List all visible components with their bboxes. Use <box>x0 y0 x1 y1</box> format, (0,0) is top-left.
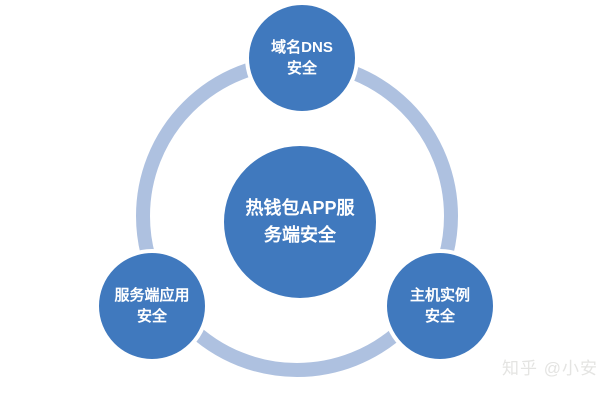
node-server-app-security-label-line2: 安全 <box>136 308 167 325</box>
node-dns-security: 域名DNS 安全 <box>245 1 359 115</box>
node-host-instance-security-label-line1: 主机实例 <box>409 287 470 304</box>
node-host-instance-security-label-line2: 安全 <box>424 308 455 325</box>
node-dns-security-label-line2: 安全 <box>286 60 317 77</box>
node-host-instance-security: 主机实例 安全 <box>383 249 497 363</box>
node-server-app-security: 服务端应用 安全 <box>95 249 209 363</box>
zhihu-watermark: 知乎 @小安 <box>502 359 598 378</box>
node-server-app-security-label-line1: 服务端应用 <box>114 287 190 304</box>
node-center-label-line2: 务端安全 <box>264 225 336 245</box>
node-dns-security-label-line1: 域名DNS <box>271 39 333 56</box>
node-center-label-line1: 热钱包APP服 <box>245 198 355 218</box>
node-hot-wallet-app-server-security: 热钱包APP服 务端安全 <box>220 142 380 302</box>
